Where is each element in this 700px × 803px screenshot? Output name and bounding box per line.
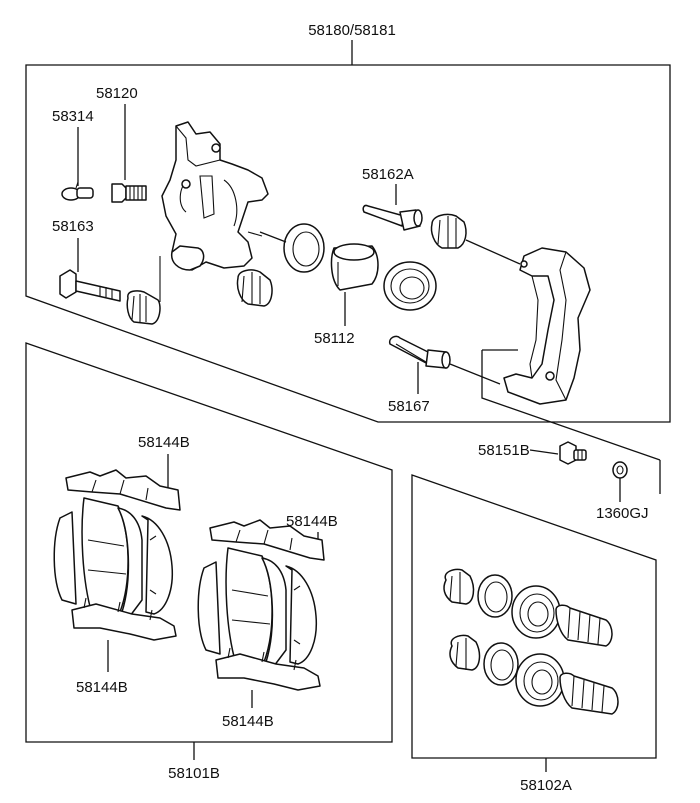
seal-kit-row-lower bbox=[449, 634, 619, 715]
piston-seal-part bbox=[283, 223, 325, 273]
guide-pin-a-part bbox=[362, 204, 423, 231]
seal-kit-panel-border bbox=[411, 474, 657, 759]
guide-rod-bolt-label: 58120 bbox=[96, 85, 138, 102]
guide-pin-part bbox=[388, 335, 451, 369]
bolt-b-leader bbox=[529, 449, 559, 455]
pad-shim-bottom-left-label: 58144B bbox=[76, 679, 128, 696]
seal-kit-label: 58102A bbox=[520, 777, 572, 794]
caliper-assembly-label: 58180/58181 bbox=[308, 22, 396, 39]
guide-pin-a-label: 58162A bbox=[362, 166, 414, 183]
dust-boot-part bbox=[383, 261, 437, 311]
caliper-bracket-part bbox=[503, 247, 591, 405]
washer-label: 1360GJ bbox=[596, 505, 649, 522]
guide-rod-bolt-part bbox=[111, 183, 147, 203]
bolt-washer-group: 58151B 1360GJ bbox=[478, 441, 649, 522]
caliper-assembly-panel: 58180/58181 58120 58314 58163 58162A 581… bbox=[25, 22, 671, 494]
bolt-callout-line bbox=[481, 350, 661, 461]
pad-shim-bottom-right-label: 58144B bbox=[222, 713, 274, 730]
axis-line-3 bbox=[449, 363, 501, 385]
pad-set-left bbox=[53, 469, 181, 641]
washer-part bbox=[612, 461, 628, 479]
pad-kit-panel-border bbox=[25, 342, 393, 743]
axis-line-2 bbox=[465, 239, 521, 265]
seal-kit-panel: 58102A bbox=[411, 474, 657, 794]
guide-pin-boot-part bbox=[430, 213, 467, 249]
guide-pin-label: 58167 bbox=[388, 398, 430, 415]
piston-part bbox=[330, 243, 379, 291]
bleeder-screw-part bbox=[61, 181, 94, 201]
pad-shim-top-left-label: 58144B bbox=[138, 434, 190, 451]
caliper-panel-border bbox=[25, 64, 671, 423]
bushing-part bbox=[236, 269, 273, 307]
pin-bolt-label: 58163 bbox=[52, 218, 94, 235]
pad-shim-top-right-label: 58144B bbox=[286, 513, 338, 530]
bolt-b-part bbox=[559, 441, 587, 465]
seal-kit-row-upper bbox=[443, 568, 613, 647]
pin-bolt-part bbox=[59, 269, 161, 325]
pad-kit-label: 58101B bbox=[168, 765, 220, 782]
pad-kit-panel: 58101B 58144B 58144B 58144B 58144B bbox=[25, 342, 393, 782]
pad-set-right bbox=[197, 519, 325, 691]
bleeder-screw-label: 58314 bbox=[52, 108, 94, 125]
bolt-b-label: 58151B bbox=[478, 442, 530, 459]
piston-label: 58112 bbox=[314, 330, 355, 347]
axis-line-1 bbox=[259, 231, 287, 243]
caliper-body-part bbox=[159, 121, 269, 302]
